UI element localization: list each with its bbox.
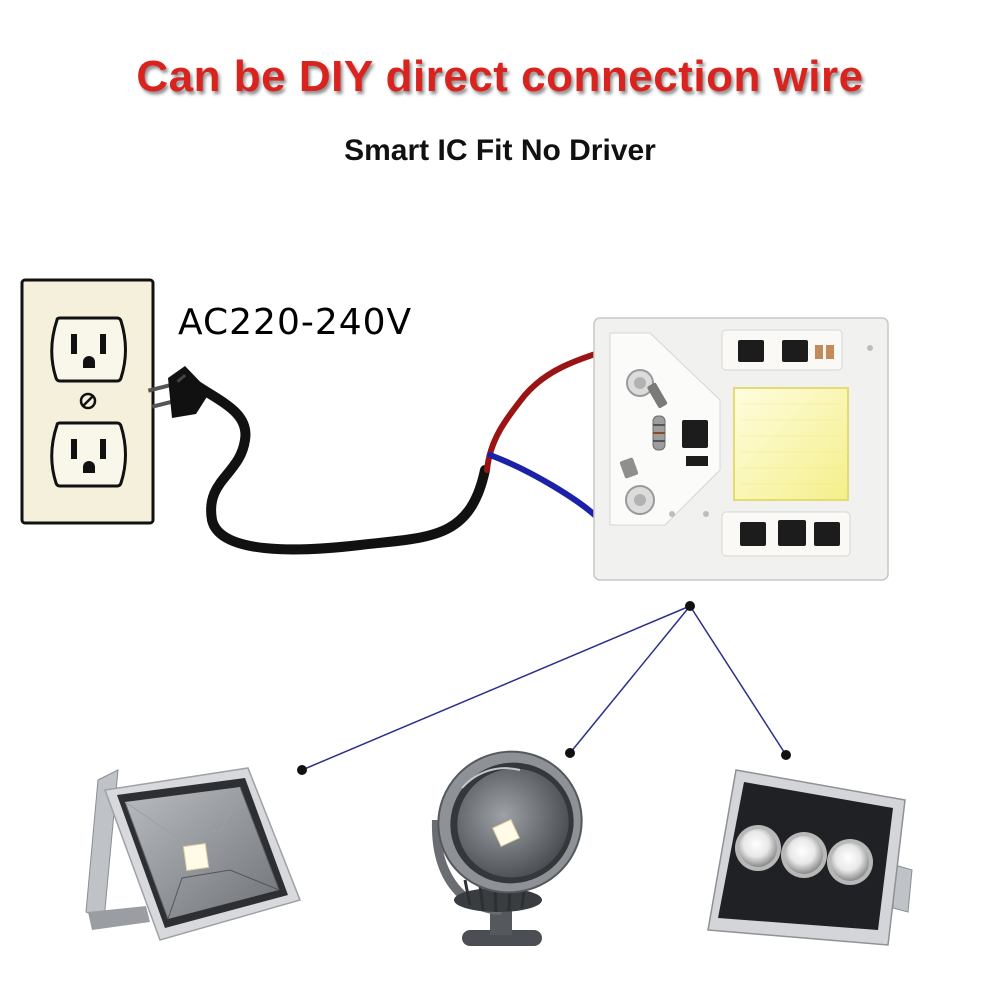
led-chip (733, 387, 849, 501)
wall-outlet-icon (20, 278, 155, 525)
connector-dot-left (297, 765, 307, 775)
ic-chips-bottom (740, 520, 840, 546)
connector-dot-middle (565, 748, 575, 758)
voltage-label: AC220-240V (178, 302, 413, 343)
connector-dot-right (781, 750, 791, 760)
outlet-screw (79, 392, 97, 410)
led-lens-3 (827, 839, 873, 885)
outlet-socket-bottom (50, 421, 127, 488)
flood-light-icon (85, 767, 302, 941)
outlet-socket-top (50, 316, 127, 383)
led-cob-board-icon (593, 317, 889, 581)
ic-chips-top (738, 340, 834, 362)
triple-led-flood-light-icon (707, 769, 913, 946)
round-spotlight-icon (431, 750, 583, 946)
live-wire (484, 340, 635, 473)
connector-hub-dot (685, 601, 695, 611)
connector-lines (297, 601, 791, 775)
board-components (619, 345, 873, 517)
led-lens-1 (735, 825, 781, 871)
page-subtitle: Smart IC Fit No Driver (344, 134, 656, 167)
page-title: Can be DIY direct connection wire (136, 52, 864, 101)
led-lens-2 (781, 832, 827, 878)
power-plug-icon (147, 366, 490, 555)
